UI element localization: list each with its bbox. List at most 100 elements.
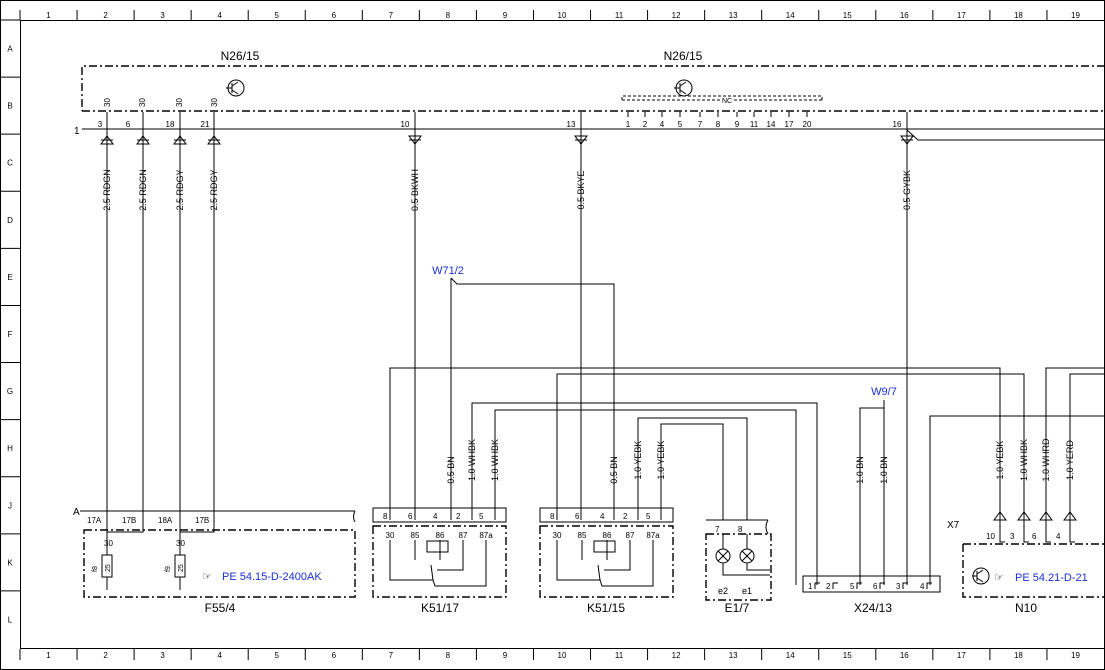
wire-label: 1.0 WHBK [1019, 439, 1029, 481]
svg-text:21: 21 [201, 120, 210, 129]
x24-pin: 3 [896, 582, 901, 591]
relay-harness-wire [556, 373, 1025, 520]
x24-harness-wire [929, 415, 1105, 585]
ref-link-f55[interactable]: PE 54.15-D-2400AK [222, 571, 322, 583]
manual-icon: ☞ [202, 571, 212, 583]
grid-row-label: B [7, 102, 12, 111]
grid-column-label: 15 [843, 651, 852, 660]
power-feed-wires [106, 112, 215, 520]
wire-label: 0.5 GYBK [902, 170, 912, 210]
relay-pin-number: 2 [456, 512, 461, 521]
svg-text:14: 14 [767, 120, 776, 129]
n26-pin-21: 30 21 [201, 98, 219, 129]
relay-pin-number: 6 [408, 512, 413, 521]
connector-symbol [1063, 511, 1077, 543]
relay-terminal-label: 85 [578, 531, 587, 540]
n10-pin: 10 [986, 532, 995, 541]
module-label-n26-left: N26/15 [221, 49, 260, 63]
svg-text:25: 25 [105, 564, 112, 572]
grid-column-label: 7 [389, 11, 394, 20]
relay-pin-number: 5 [479, 512, 484, 521]
e17-enclosure [705, 533, 772, 601]
grid-column-label: 4 [217, 11, 222, 20]
grid-column-label: 11 [615, 651, 624, 660]
f55-term: 17B [122, 516, 136, 525]
svg-text:30: 30 [138, 98, 147, 107]
svg-text:6: 6 [126, 120, 131, 129]
wire-label: 1.0 WHRD [1041, 438, 1051, 482]
wire-label: 0.5 BKWH [410, 169, 420, 211]
svg-text:f9: f9 [165, 566, 172, 572]
n26-pin-13: 13 [567, 120, 576, 129]
nc-label: NC [722, 98, 732, 105]
fuse-icon: f9 25 [165, 554, 186, 590]
e17-term: e1 [742, 586, 752, 596]
grid-column-label: 12 [672, 651, 681, 660]
relay-coil-icon [414, 540, 449, 560]
relay-terminal-label: 85 [411, 531, 420, 540]
n26-enclosure [81, 65, 1105, 112]
grid-column-label: 16 [900, 651, 909, 660]
relay-pin-number: 2 [623, 512, 628, 521]
relay-terminal-strip [539, 507, 674, 523]
w9-splice-wire [859, 400, 885, 585]
grid-column-label: 10 [558, 651, 567, 660]
transistor-icon [972, 567, 990, 585]
n26-pin-16: 16 [893, 120, 902, 129]
n10-harness-wire [1045, 367, 1105, 520]
relay-pin-number: 6 [575, 512, 580, 521]
wire-label: 1.0 WHBK [490, 439, 500, 481]
grid-row-label: J [8, 501, 12, 510]
x24-pin-stub [926, 582, 932, 589]
svg-text:1: 1 [626, 120, 631, 129]
wire-label: 2.5 RDGY [209, 169, 219, 210]
signal-feed-wires [414, 112, 908, 585]
nc-pin-row: 1 2 4 5 7 8 9 11 14 17 20 [626, 120, 812, 129]
wire-label: 1.0 BN [855, 456, 865, 484]
module-label-k51-17: K51/17 [421, 601, 459, 615]
svg-text:20: 20 [803, 120, 812, 129]
grid-column-label: 4 [217, 651, 222, 660]
transistor-icon [674, 79, 693, 97]
relay-harness-wire [389, 367, 1001, 520]
n26-pin-18: 30 18 [166, 98, 184, 129]
grid-column-label: 8 [446, 651, 451, 660]
n10-enclosure [962, 543, 1105, 598]
f55-term: 17A [87, 516, 102, 525]
wire-label: 0.5 BN [446, 456, 456, 484]
svg-text:30: 30 [175, 98, 184, 107]
connector-symbol [1017, 511, 1031, 543]
module-label-e1-7: E1/7 [725, 601, 750, 615]
grid-column-label: 19 [1071, 11, 1080, 20]
svg-text:4: 4 [660, 120, 665, 129]
relay-terminal-label: 87 [626, 531, 635, 540]
f55-term: 30 [104, 539, 113, 548]
splice-label-w71: W71/2 [432, 265, 464, 277]
relay-harness-wire [471, 402, 818, 585]
wire-label: 1.0 YERD [1065, 440, 1075, 480]
ref-link-n10[interactable]: PE 54.21-D-21 [1015, 572, 1088, 584]
grid-column-label: 6 [332, 11, 337, 20]
wire-label: 1.0 YEBK [656, 441, 666, 480]
grid-row-label: D [7, 216, 13, 225]
manual-icon: ☞ [994, 572, 1004, 584]
connector-symbols [100, 135, 914, 145]
svg-text:2: 2 [643, 120, 648, 129]
relay-harness-wire [637, 417, 748, 520]
relay-pin-number: 5 [646, 512, 651, 521]
relay-terminal-strip [372, 507, 507, 523]
grid-column-label: 1 [46, 11, 51, 20]
splice-label-w9: W9/7 [871, 386, 897, 398]
a-label: A [73, 507, 80, 518]
grid-row-label: F [8, 330, 13, 339]
grid-column-label: 14 [786, 651, 795, 660]
svg-text:11: 11 [750, 120, 759, 129]
wire-label: 2.5 RDGN [102, 169, 112, 211]
e17-top-edge [706, 519, 769, 535]
transistor-icon [226, 79, 245, 97]
grid-row-label: K [7, 558, 13, 567]
nc-bracket [621, 95, 823, 101]
grid-column-label: 19 [1071, 651, 1080, 660]
relay-terminal-label: 87 [459, 531, 468, 540]
w71-splice-wire [450, 277, 615, 520]
